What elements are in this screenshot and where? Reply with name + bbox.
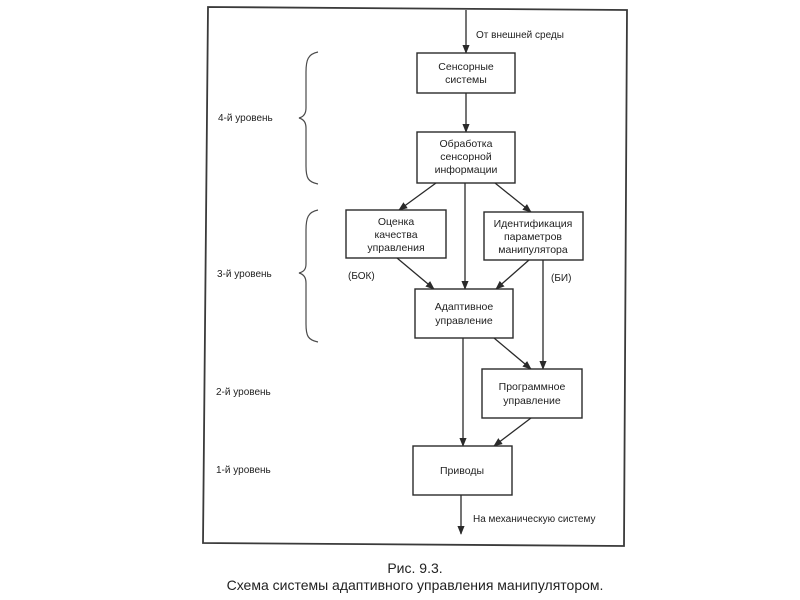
svg-text:информации: информации	[435, 164, 498, 176]
level2-label: 2-й уровень	[216, 387, 271, 398]
figure-title: Схема системы адаптивного управления ман…	[226, 577, 604, 593]
level4-label: 4-й уровень	[218, 113, 273, 124]
quality-tag: (БОК)	[348, 271, 375, 282]
block-quality: Оценка качества управления	[345, 209, 447, 259]
svg-text:Оценка: Оценка	[378, 216, 415, 228]
edge-identification-adaptive	[495, 259, 530, 290]
svg-text:управления: управления	[367, 242, 424, 254]
edge-quality-adaptive	[396, 257, 435, 290]
edge-processing-identification	[494, 182, 532, 213]
output-label: На механическую систему	[473, 514, 595, 525]
svg-text:параметров: параметров	[504, 231, 562, 243]
level1-label: 1-й уровень	[216, 465, 271, 476]
edge-adaptive-program	[493, 337, 532, 370]
svg-text:Идентификация: Идентификация	[494, 218, 573, 230]
edge-processing-quality	[398, 182, 437, 211]
svg-text:сенсорной: сенсорной	[440, 151, 492, 163]
svg-text:Сенсорные: Сенсорные	[438, 61, 494, 73]
level3-label: 3-й уровень	[217, 269, 272, 280]
edges	[396, 10, 547, 535]
edge-program-drives	[493, 417, 532, 447]
block-sensors: Сенсорные системы	[416, 52, 516, 94]
figure-number: Рис. 9.3.	[387, 560, 443, 576]
level4-brace	[298, 51, 319, 185]
block-adaptive: Адаптивное управление	[414, 288, 514, 339]
svg-text:системы: системы	[445, 74, 487, 86]
svg-text:манипулятора: манипулятора	[498, 244, 568, 256]
block-identification: Идентификация параметров манипулятора	[483, 211, 584, 261]
svg-text:Программное: Программное	[499, 381, 566, 393]
svg-text:Приводы: Приводы	[440, 465, 484, 477]
block-program: Программное управление	[481, 368, 583, 419]
svg-text:качества: качества	[374, 229, 417, 241]
svg-text:управление: управление	[503, 395, 561, 407]
svg-text:Обработка: Обработка	[440, 138, 493, 150]
identification-tag: (БИ)	[551, 273, 571, 284]
diagram-frame	[202, 6, 628, 547]
svg-text:управление: управление	[435, 315, 493, 327]
svg-text:Адаптивное: Адаптивное	[435, 301, 494, 313]
input-label: От внешней среды	[476, 30, 564, 41]
level3-brace	[298, 209, 319, 343]
block-processing: Обработка сенсорной информации	[416, 131, 516, 184]
block-drives: Приводы	[412, 445, 513, 496]
